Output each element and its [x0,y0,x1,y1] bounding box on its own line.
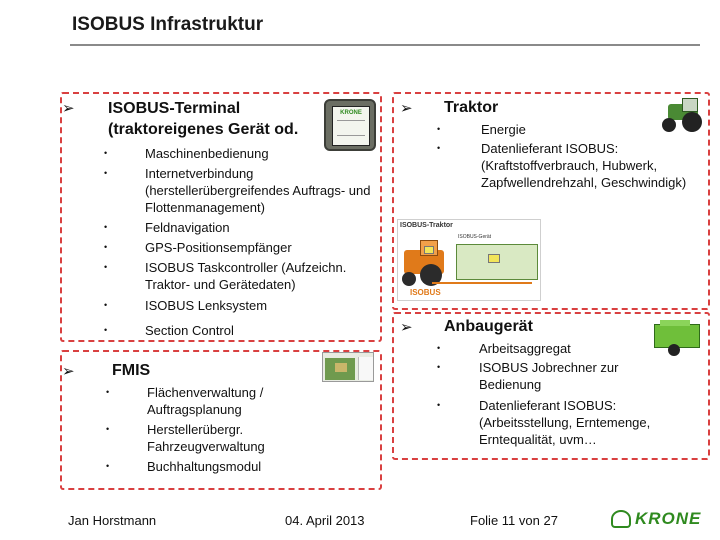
fmis-map-field-2 [335,363,347,372]
title-underline [70,44,700,46]
terminal-bullet-4: • [104,242,108,252]
fmis-bullet-2: • [106,424,110,434]
krone-logo: KRONE [611,508,713,530]
diagram-ecu-box-2 [488,254,500,263]
terminal-bullet-2: • [104,168,108,178]
tractor-cab [682,98,698,112]
fmis-bullet-3: • [106,461,110,471]
anbaugeraet-bullet-3: • [437,400,441,410]
footer-date: 04. April 2013 [285,513,365,528]
diagram-right-label: ISOBUS-Gerät [458,234,492,240]
anbaugeraet-item-1: Arbeitsaggregat [479,341,571,356]
baler-top [660,320,690,326]
terminal-screen-lines [337,120,365,136]
terminal-bullet-1: • [104,148,108,158]
terminal-heading-line2: (traktoreigenes Gerät od. [108,121,299,138]
footer-author: Jan Horstmann [68,513,157,528]
traktor-item-1: Energie [481,122,526,137]
anbaugeraet-heading: Anbaugerät [444,318,533,335]
terminal-bullet-6: • [104,300,108,310]
traktor-bullet-2: • [437,143,441,153]
krone-logo-icon [611,510,631,528]
diagram-bus-label: ISOBUS [410,288,441,297]
anbaugeraet-arrow-icon: ➢ [400,319,413,336]
krone-logo-text: KRONE [635,509,702,528]
terminal-bullet-7: • [104,325,108,335]
fmis-item-3: Buchhaltungsmodul [147,459,262,474]
terminal-box [60,92,382,342]
fmis-box [60,350,382,490]
footer-slide-number: Folie 11 von 27 [470,513,558,528]
fmis-map-image [322,352,374,382]
traktor-arrow-icon: ➢ [400,100,413,117]
diagram-tractor-rear-wheel [420,264,442,286]
tractor-image [656,98,704,136]
terminal-heading: ISOBUS-Terminal (traktoreigenes Gerät od… [108,98,298,140]
terminal-item-2: Internetverbindung (herstellerübergreife… [145,166,371,215]
baler-image [650,318,704,358]
slide-title: ISOBUS Infrastruktur [72,14,264,35]
diagram-ecu-box-1 [424,246,434,254]
terminal-item-1: Maschinenbedienung [145,146,269,161]
terminal-item-7: Section Control [145,323,234,338]
terminal-screen: KRONE [332,106,370,146]
baler-wheel [668,344,680,356]
traktor-heading: Traktor [444,99,499,116]
terminal-item-6: ISOBUS Lenksystem [145,298,268,313]
fmis-bullet-1: • [106,387,110,397]
isobus-diagram: ISOBUS-Traktor ISOBUS-Gerät ISOBUS [397,219,541,301]
fmis-heading: FMIS [112,362,151,379]
traktor-box [392,92,710,310]
traktor-item-2: Datenlieferant ISOBUS: (Kraftstoffverbra… [481,141,687,190]
terminal-heading-line1: ISOBUS-Terminal [108,100,241,117]
terminal-device-image: KRONE [324,99,376,151]
terminal-brand-label: KRONE [340,110,362,116]
fmis-item-2: Herstellerübergr. Fahrzeugverwaltung [147,422,265,454]
terminal-bullet-3: • [104,222,108,232]
tractor-rear-wheel [682,112,702,132]
fmis-arrow-icon: ➢ [62,363,75,380]
terminal-item-5: ISOBUS Taskcontroller (Aufzeichn. Trakto… [145,260,347,292]
anbaugeraet-bullet-2: • [437,362,441,372]
fmis-item-1: Flächenverwaltung / Auftragsplanung [147,385,264,417]
anbaugeraet-item-3: Datenlieferant ISOBUS: (Arbeitsstellung,… [479,398,651,447]
terminal-item-4: GPS-Positionsempfänger [145,240,292,255]
terminal-item-3: Feldnavigation [145,220,230,235]
terminal-arrow-icon: ➢ [62,100,75,117]
diagram-tractor-front-wheel [402,272,416,286]
terminal-bullet-5: • [104,262,108,272]
traktor-bullet-1: • [437,124,441,134]
diagram-left-label: ISOBUS-Traktor [400,222,453,229]
anbaugeraet-item-2: ISOBUS Jobrechner zur Bedienung [479,360,619,392]
fmis-map-sidebar [358,357,373,380]
anbaugeraet-bullet-1: • [437,343,441,353]
diagram-bus-line [432,282,532,284]
anbaugeraet-box [392,312,710,460]
tractor-front-wheel [662,118,676,132]
